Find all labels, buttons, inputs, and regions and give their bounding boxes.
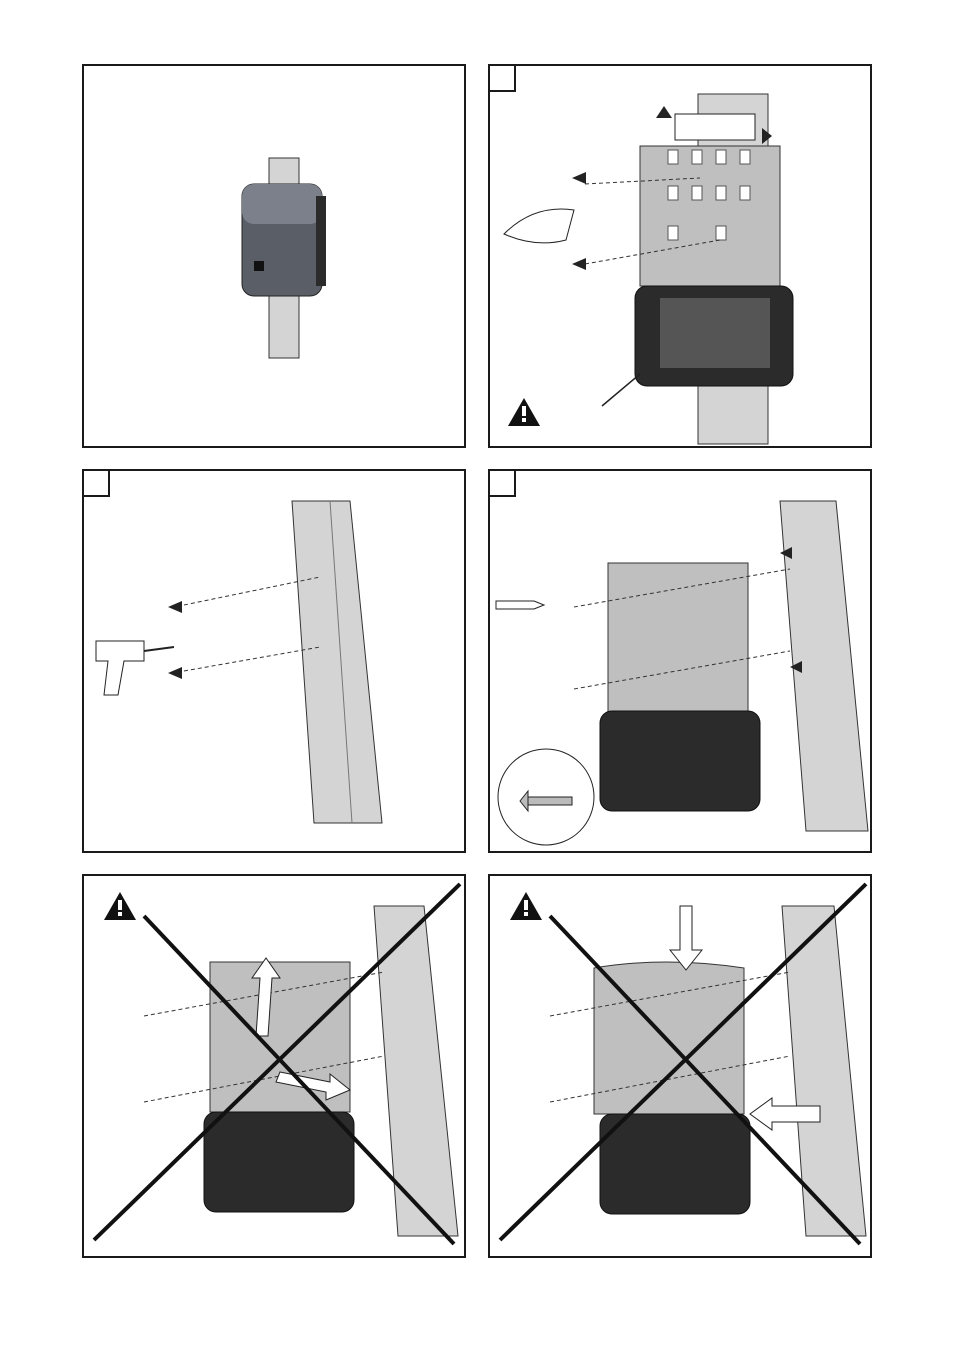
cross-out-icon [92,882,462,1242]
connection-area [660,298,770,368]
wrong-bent-illustration [498,882,868,1246]
arrow-icon [749,1097,821,1131]
screw-line [143,1055,385,1103]
screw-line [573,568,791,608]
inverter-top [242,184,322,224]
cross-out-icon [142,914,456,1246]
drill-holes-illustration [95,500,383,824]
screw-line [573,650,791,690]
inverter-display [254,261,264,271]
screw-line [549,971,791,1017]
screw-line [549,1055,791,1103]
overview-illustration [241,157,326,359]
step-number-box [490,66,516,92]
wall-bracket [639,145,781,287]
screw-icon [519,789,573,813]
arrow-icon [790,661,802,673]
mounting-post [779,500,869,832]
cross-out-icon [498,882,868,1242]
panel-wrong-deformed [82,874,466,1258]
marking-line [584,177,701,185]
panel-drill-holes [82,469,466,853]
inverter-side [316,196,326,286]
arrow-icon [275,1071,351,1101]
inverter-housing [599,710,761,812]
fasten-bracket-illustration [495,500,869,846]
panel-wrong-bent [488,874,872,1258]
panel-mark-holes [488,64,872,448]
mark-holes-illustration [503,93,794,445]
arrow-icon [668,905,704,971]
arrow-icon [656,106,672,118]
wrong-deformed-illustration [92,882,462,1246]
step-number-box [84,471,110,497]
marking-line [584,239,721,265]
spirit-level-icon [674,113,756,141]
pencil-icon [503,208,575,244]
arrow-icon [168,601,182,613]
panel-overview [82,64,466,448]
drill-bit [143,646,175,652]
panel-fasten-bracket [488,469,872,853]
mounting-post [373,905,459,1237]
arrow-icon [762,128,772,144]
mounting-post [291,500,383,824]
pointer-line [601,373,641,407]
wall-bracket [607,562,749,714]
inverter-housing [203,1111,355,1213]
inverter-housing [599,1113,751,1215]
arrow-icon [168,667,182,679]
arrow-icon [572,258,586,270]
arrow-icon [572,172,586,184]
arrow-icon [251,957,281,1037]
step-number-box [490,471,516,497]
mounting-post [781,905,867,1237]
drill-line [183,576,321,606]
drill-icon [95,640,145,696]
arrow-icon [780,547,792,559]
screwdriver-icon [495,600,546,610]
drill-line [183,646,321,672]
bracket-slots [667,149,751,241]
cross-out-icon [548,914,862,1246]
post-edge [329,500,353,824]
